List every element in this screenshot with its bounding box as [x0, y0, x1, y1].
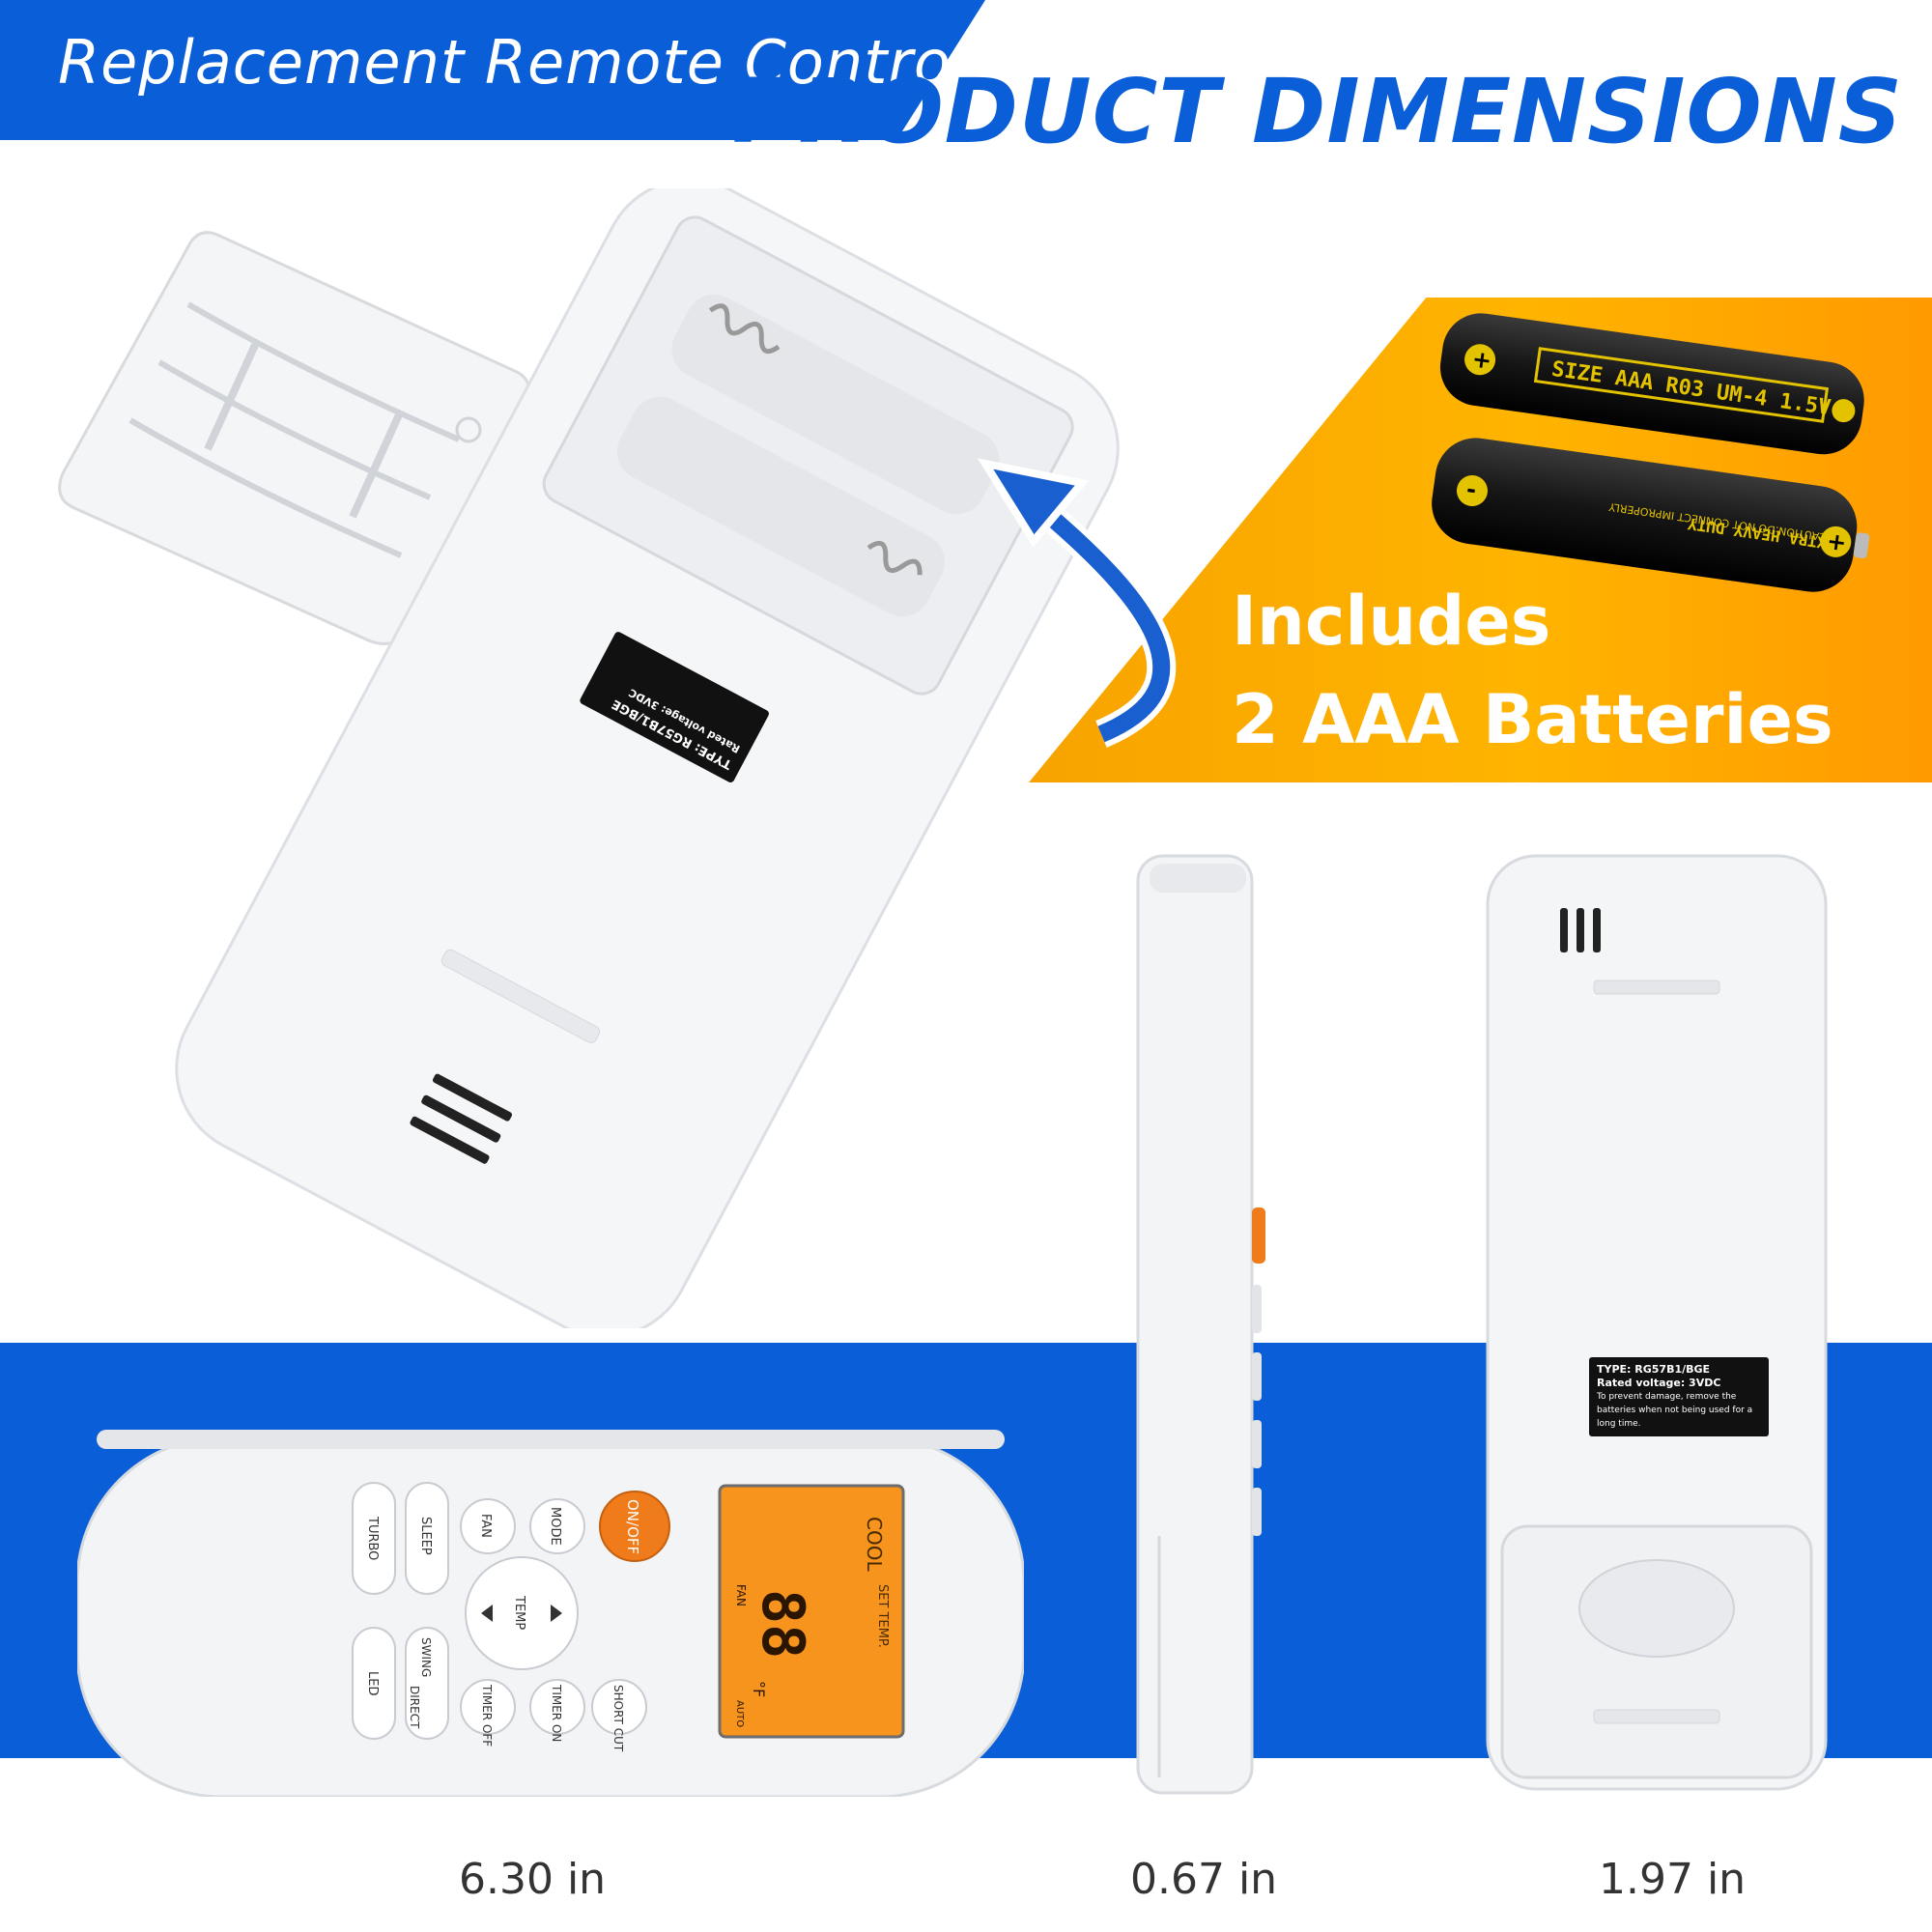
lcd-display [718, 1484, 905, 1739]
type-label-voltage: Rated voltage: 3VDC [1597, 1377, 1721, 1389]
type-label: TYPE: RG57B1/BGE Rated voltage: 3VDC To … [1589, 1357, 1769, 1436]
svg-text:FAN: FAN [478, 1514, 493, 1538]
svg-text:LED: LED [365, 1671, 380, 1695]
thickness-dimension: 0.67 in [1130, 1855, 1278, 1904]
svg-text:SWING: SWING [419, 1637, 433, 1677]
remote-back-closed-image [1486, 854, 1828, 1791]
temp-dial [465, 1556, 579, 1670]
banner-text: Replacement Remote Control [58, 27, 970, 98]
sleep-button [405, 1482, 449, 1595]
lcd-auto: AUTO [734, 1700, 745, 1727]
battery-callout-line1: Includes [1232, 582, 1551, 661]
battery-callout: Includes 2 AAA Batteries [1232, 572, 1833, 769]
svg-text:ON/OFF: ON/OFF [624, 1499, 641, 1554]
dimension-arrows [79, 1815, 1833, 1856]
insert-arrow-icon [977, 458, 1177, 748]
length-dimension: 6.30 in [459, 1855, 607, 1904]
svg-text:DIRECT: DIRECT [408, 1686, 421, 1729]
power-side-button [1252, 1208, 1265, 1264]
svg-text:SHORT CUT: SHORT CUT [611, 1685, 625, 1752]
svg-text:MODE: MODE [548, 1507, 562, 1546]
timer-off-button [460, 1679, 516, 1735]
remote-back-open-image: TYPE: RG57B1/BGE Rated voltage: 3VDC [175, 188, 1120, 1328]
svg-text:+: + [1825, 527, 1848, 557]
battery-callout-line2: 2 AAA Batteries [1232, 680, 1833, 759]
battery-cover-image [58, 231, 531, 645]
aaa-batteries-image: SIZE AAA R03 UM-4 1.5V + EXTRA HEAVY DUT… [1432, 313, 1870, 592]
svg-text:TIMER ON: TIMER ON [550, 1684, 563, 1742]
svg-text:SLEEP: SLEEP [418, 1517, 433, 1555]
type-label-type: TYPE: RG57B1/BGE [1597, 1363, 1711, 1376]
short-cut-button [591, 1679, 647, 1735]
remote-front-image: COOL SET TEMP. 88 °F FAN AUTO ON/OFF MOD… [77, 1430, 1024, 1797]
lcd-unit: °F [750, 1681, 768, 1697]
led-button [352, 1627, 396, 1740]
lcd-temperature: 88 [749, 1589, 816, 1659]
svg-text:-: - [1464, 475, 1478, 503]
type-label-note: To prevent damage, remove the batteries … [1597, 1392, 1753, 1429]
svg-text:TIMER OFF: TIMER OFF [480, 1684, 494, 1747]
battery-bottom [1432, 438, 1858, 592]
lcd-mode: COOL [863, 1517, 886, 1572]
svg-text:TURBO: TURBO [365, 1516, 380, 1560]
mode-button [529, 1498, 585, 1554]
swing-direct-button [405, 1627, 449, 1740]
turbo-button [352, 1482, 396, 1595]
on-off-button [599, 1491, 670, 1562]
fan-button [460, 1498, 516, 1554]
width-dimension: 1.97 in [1599, 1855, 1747, 1904]
lcd-set-temp: SET TEMP. [875, 1584, 890, 1648]
svg-text:TEMP: TEMP [512, 1595, 526, 1630]
page-title: PRODUCT DIMENSIONS [732, 60, 1903, 163]
top-banner [0, 0, 985, 140]
timer-on-button [529, 1679, 585, 1735]
remote-side-image [1136, 854, 1265, 1795]
lcd-fan: FAN [734, 1584, 748, 1606]
svg-text:+: + [1470, 345, 1493, 375]
